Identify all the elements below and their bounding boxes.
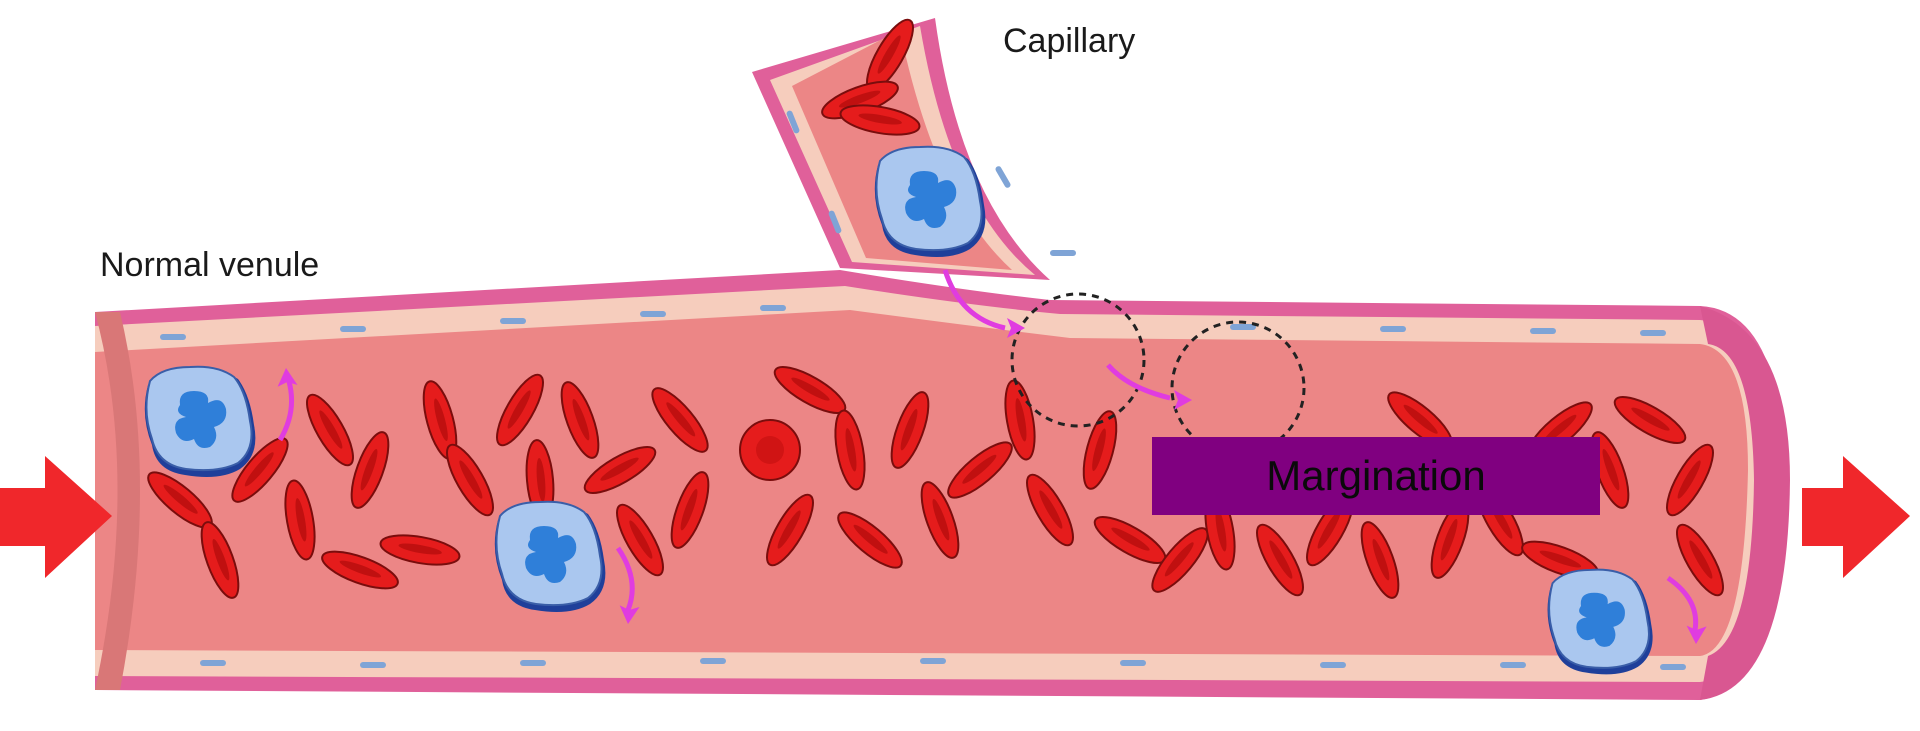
normal-venule-label: Normal venule bbox=[100, 246, 319, 285]
flow-arrow-out bbox=[1802, 456, 1910, 578]
capillary-label: Capillary bbox=[1003, 22, 1135, 61]
margination-box: Margination bbox=[1152, 437, 1600, 515]
leukocyte-capillary bbox=[875, 147, 986, 257]
leukocyte-3 bbox=[1548, 570, 1653, 675]
leukocyte-2 bbox=[495, 502, 606, 612]
margination-label: Margination bbox=[1266, 452, 1485, 500]
leukocyte-1 bbox=[145, 367, 256, 477]
